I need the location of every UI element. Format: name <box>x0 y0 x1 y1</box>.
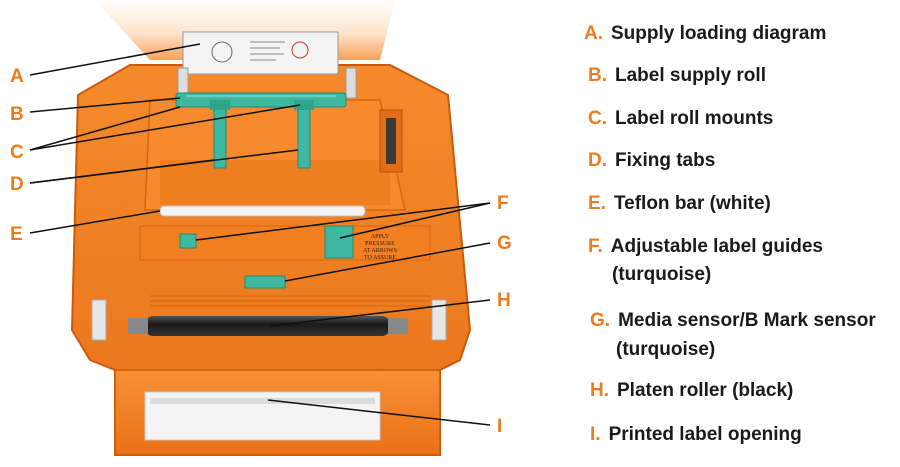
fixing-tab-left <box>210 100 230 110</box>
legend-label: Adjustable label guides <box>610 236 823 257</box>
legend-item-g-cont: (turquoise) <box>616 339 716 360</box>
legend-item-i: I.Printed label opening <box>590 424 802 445</box>
fixing-tab-right <box>294 100 314 110</box>
legend-item-b: B.Label supply roll <box>588 65 766 86</box>
leader-lines <box>29 43 491 426</box>
legend-item-c: C.Label roll mounts <box>588 108 774 129</box>
platen-roller <box>128 316 408 336</box>
callout-c: C <box>10 142 24 163</box>
legend-item-e: E.Teflon bar (white) <box>588 193 771 214</box>
legend-label: Label supply roll <box>615 65 766 86</box>
svg-text:TO ASSURE: TO ASSURE <box>364 255 396 261</box>
callout-i: I <box>497 416 502 437</box>
callout-a: A <box>10 66 24 87</box>
legend-item-g: G.Media sensor/B Mark sensor <box>590 310 876 331</box>
legend-label: Printed label opening <box>608 424 802 445</box>
adjustable-guide-right <box>324 225 354 259</box>
callout-h: H <box>497 290 511 311</box>
legend-label: Label roll mounts <box>615 108 774 129</box>
callout-e: E <box>10 224 23 245</box>
callout-letters: A B C D E F G H I <box>10 66 512 437</box>
callout-d: D <box>10 174 24 195</box>
legend-item-h: H.Platen roller (black) <box>590 380 794 401</box>
svg-text:PRESSURE: PRESSURE <box>365 241 395 247</box>
callout-g: G <box>497 233 512 254</box>
right-supply-post <box>345 67 357 99</box>
legend-item-d: D.Fixing tabs <box>588 150 716 171</box>
side-latch-left <box>91 299 107 341</box>
legend-item-f: F.Adjustable label guides <box>588 236 823 257</box>
pressure-stamp: APPLY PRESSURE AT ARROWS TO ASSURE <box>363 234 397 261</box>
supply-loading-diagram <box>182 31 339 75</box>
printer-well-floor <box>160 160 390 205</box>
side-latch-right <box>431 299 447 341</box>
callout-f: F <box>497 193 509 214</box>
adjustable-guide-left <box>179 233 197 249</box>
legend-item-a: A.Supply loading diagram <box>584 23 827 44</box>
media-sensor <box>244 275 286 289</box>
legend-item-f-cont: (turquoise) <box>612 264 712 285</box>
legend-label: Fixing tabs <box>615 150 716 171</box>
legend-label: Platen roller (black) <box>617 380 794 401</box>
callout-b: B <box>10 104 24 125</box>
svg-text:APPLY: APPLY <box>371 234 390 240</box>
legend-label: Supply loading diagram <box>611 23 827 44</box>
legend-label: Teflon bar (white) <box>613 193 771 214</box>
legend-label: Media sensor/B Mark sensor <box>618 310 876 331</box>
ribbed-surface <box>150 295 430 307</box>
svg-text:AT ARROWS: AT ARROWS <box>363 248 397 254</box>
